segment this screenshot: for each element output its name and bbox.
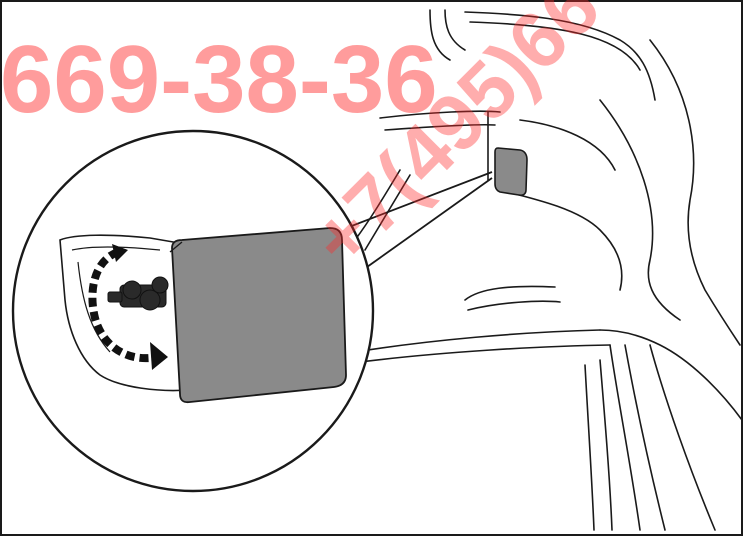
- access-cover-small: [495, 148, 527, 195]
- watermark-phone-main: 669-38-36: [0, 26, 438, 133]
- magnifier-callout: [13, 131, 373, 491]
- access-cover-large: [172, 228, 346, 402]
